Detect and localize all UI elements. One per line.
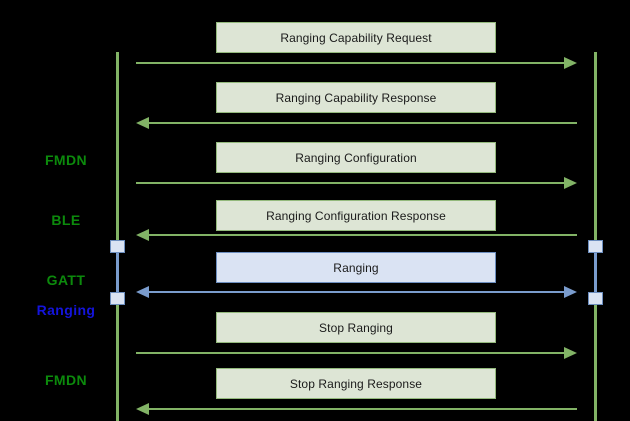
phase-label-ranging: Ranging bbox=[26, 260, 106, 360]
activation-endpoint-right-top bbox=[588, 240, 603, 253]
phase-label-line: BLE bbox=[51, 212, 81, 228]
lifeline-left bbox=[116, 52, 119, 421]
message-box-stop-ranging: Stop Ranging bbox=[216, 312, 496, 343]
message-arrow-ranging-configuration-response bbox=[136, 229, 577, 241]
message-arrow-ranging bbox=[136, 286, 577, 298]
arrow-shaft bbox=[136, 182, 564, 184]
phase-label-line: GATT bbox=[46, 272, 86, 288]
arrow-head-left bbox=[136, 117, 149, 129]
phase-label-fmdn-ble-gatt-top: FMDN BLE GATT bbox=[30, 110, 102, 330]
activation-endpoint-right-bottom bbox=[588, 292, 603, 305]
message-arrow-ranging-capability-response bbox=[136, 117, 577, 129]
message-box-stop-ranging-response: Stop Ranging Response bbox=[216, 368, 496, 399]
arrow-shaft bbox=[136, 352, 564, 354]
arrow-head-left bbox=[136, 229, 149, 241]
message-label: Stop Ranging bbox=[319, 320, 393, 335]
arrow-shaft bbox=[149, 122, 577, 124]
message-arrow-stop-ranging bbox=[136, 347, 577, 359]
phase-label-fmdn-ble-gatt-bottom: FMDN BLE GATT bbox=[30, 330, 102, 421]
phase-label-line: FMDN bbox=[44, 372, 88, 388]
arrow-head-right bbox=[564, 286, 577, 298]
lifeline-right bbox=[594, 52, 597, 421]
arrow-head-right bbox=[564, 347, 577, 359]
message-arrow-ranging-configuration bbox=[136, 177, 577, 189]
message-label: Ranging Capability Request bbox=[280, 30, 432, 45]
activation-bar-left bbox=[116, 246, 119, 299]
message-arrow-stop-ranging-response bbox=[136, 403, 577, 415]
message-label: Ranging Configuration Response bbox=[266, 208, 446, 223]
message-label: Ranging Capability Response bbox=[275, 90, 437, 105]
message-box-ranging: Ranging bbox=[216, 252, 496, 283]
activation-bar-right bbox=[594, 246, 597, 299]
phase-label-line: FMDN bbox=[44, 152, 88, 168]
message-box-ranging-capability-request: Ranging Capability Request bbox=[216, 22, 496, 53]
message-box-ranging-configuration-response: Ranging Configuration Response bbox=[216, 200, 496, 231]
message-box-ranging-configuration: Ranging Configuration bbox=[216, 142, 496, 173]
arrow-shaft bbox=[136, 62, 564, 64]
message-arrow-ranging-capability-request bbox=[136, 57, 577, 69]
arrow-head-right bbox=[564, 57, 577, 69]
arrow-shaft bbox=[149, 291, 564, 293]
activation-endpoint-left-top bbox=[110, 240, 125, 253]
arrow-shaft bbox=[149, 234, 577, 236]
message-label: Ranging bbox=[333, 260, 379, 275]
message-label: Stop Ranging Response bbox=[289, 376, 423, 391]
arrow-head-left bbox=[136, 286, 149, 298]
phase-label-line: Ranging bbox=[36, 302, 96, 318]
arrow-head-right bbox=[564, 177, 577, 189]
message-label: Ranging Configuration bbox=[295, 150, 417, 165]
arrow-shaft bbox=[149, 408, 577, 410]
message-box-ranging-capability-response: Ranging Capability Response bbox=[216, 82, 496, 113]
arrow-head-left bbox=[136, 403, 149, 415]
activation-endpoint-left-bottom bbox=[110, 292, 125, 305]
